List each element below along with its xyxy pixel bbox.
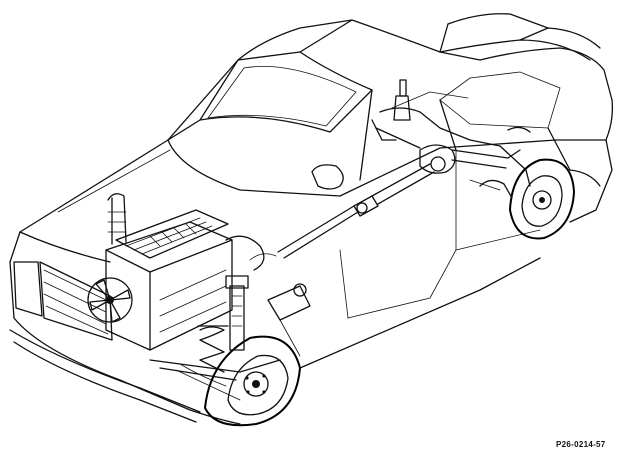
underbody-lines [175, 363, 241, 401]
figure-reference-code: P26-0214-57 [556, 440, 606, 449]
rear-wheel [509, 158, 575, 240]
radiator-fan [87, 277, 133, 323]
propeller-shaft [277, 156, 446, 259]
front-strut-spring [149, 235, 311, 381]
rear-axle-assembly [371, 79, 531, 199]
car-body-outline [9, 13, 614, 425]
front-wheel [204, 335, 301, 427]
steering-wheel [311, 164, 344, 190]
engine-block [105, 193, 233, 351]
